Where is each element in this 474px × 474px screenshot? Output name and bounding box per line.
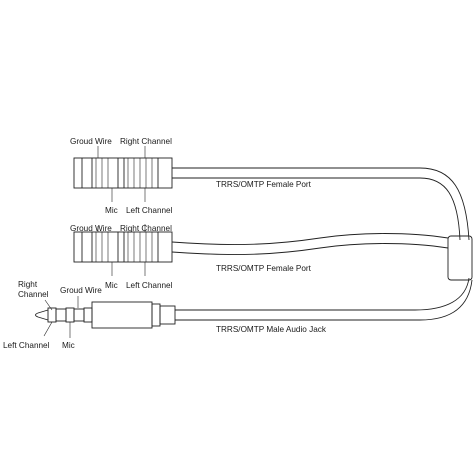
male-mic-label: Mic [62,341,75,350]
male-right-label-line2: Channel [18,290,49,299]
male-cable [175,277,470,311]
middle-ground-label: Groud Wire [70,224,112,233]
top-female-port [73,146,173,202]
middle-cable [171,233,449,245]
middle-female-port [73,224,173,276]
top-right-label: Right Channel [120,137,172,146]
top-cable-inner [172,177,461,241]
male-jack-labels: Right Channel Groud Wire Left Channel Mi… [3,280,327,350]
middle-port-labels: Groud Wire Right Channel Mic Left Channe… [70,224,312,290]
male-ground-label: Groud Wire [60,286,102,295]
male-right-label-line1: Right [18,280,38,289]
middle-mic-label: Mic [105,281,118,290]
cables [171,167,473,321]
middle-left-label: Left Channel [126,281,173,290]
middle-port-name: TRRS/OMTP Female Port [216,264,312,273]
top-ground-label: Groud Wire [70,137,112,146]
male-cable-inner [175,279,473,321]
male-left-label: Left Channel [3,341,50,350]
top-left-label: Left Channel [126,206,173,215]
top-port-name: TRRS/OMTP Female Port [216,180,312,189]
top-mic-label: Mic [105,206,118,215]
middle-cable-inner [171,243,449,255]
top-cable [172,167,470,241]
male-jack-name: TRRS/OMTP Male Audio Jack [216,325,327,334]
middle-right-label: Right Channel [120,224,172,233]
splitter-block [447,235,473,281]
top-port-labels: Groud Wire Right Channel Mic Left Channe… [70,137,312,215]
male-audio-jack [35,296,176,338]
